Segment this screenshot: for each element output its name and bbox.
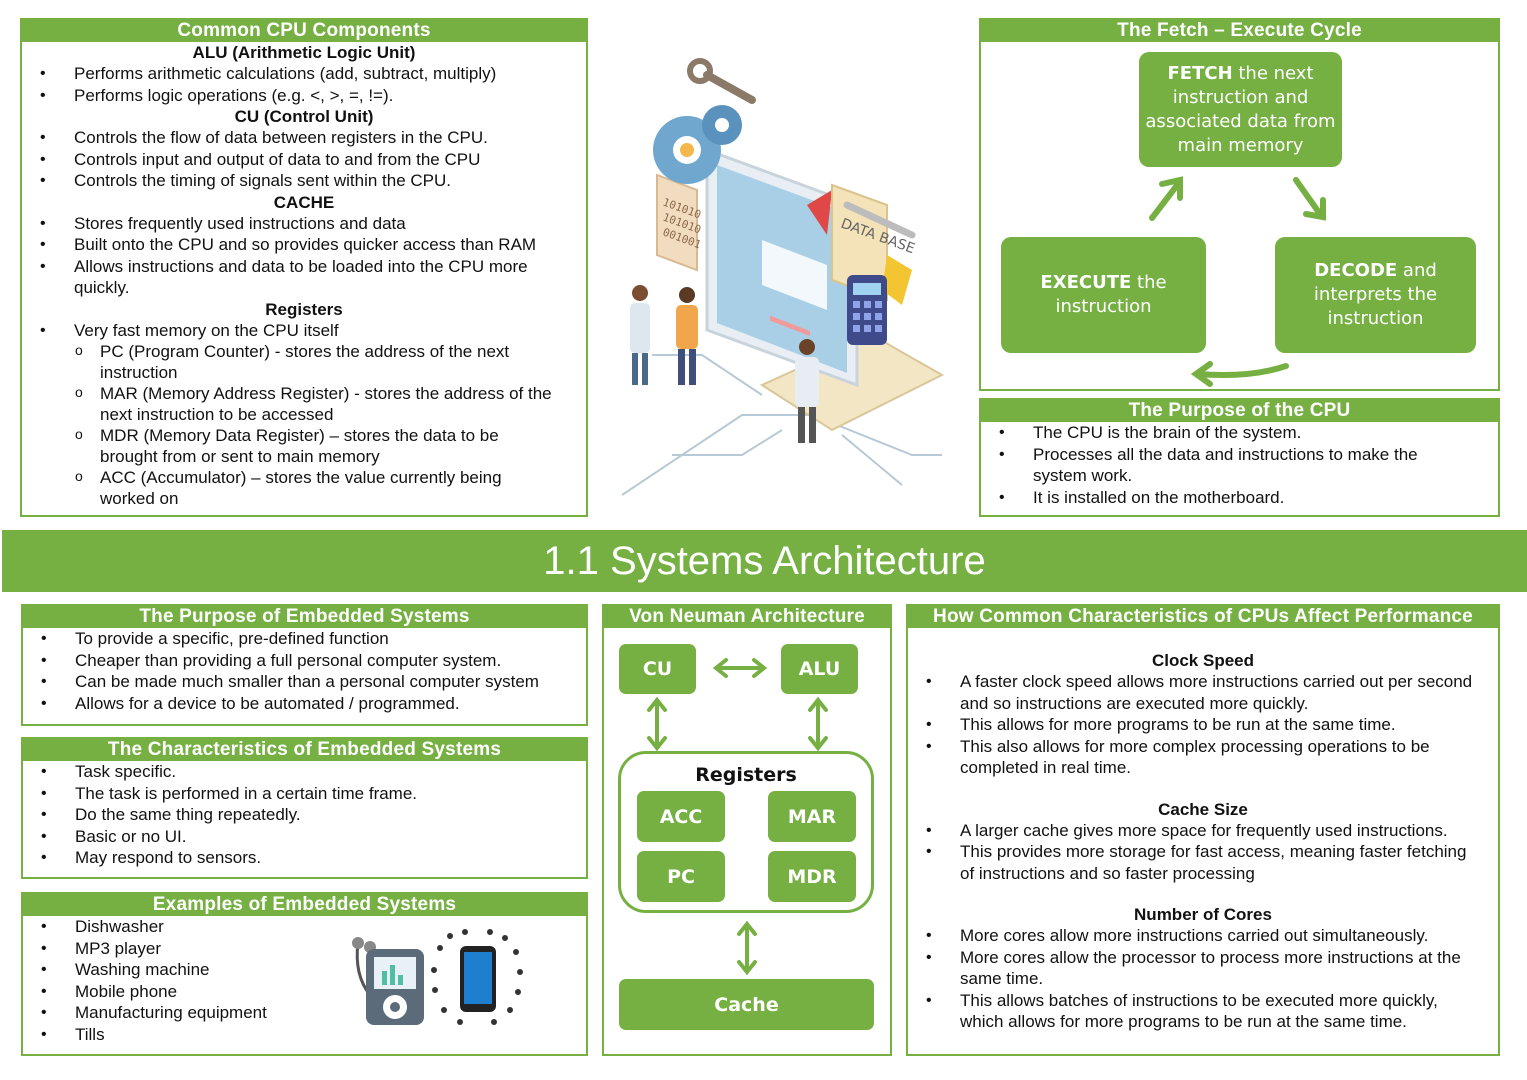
clock-speed-list: A faster clock speed allows more instruc… xyxy=(908,671,1498,779)
list-item: Controls the timing of signals sent with… xyxy=(22,170,586,192)
cursor-icon xyxy=(807,190,832,235)
person-icon xyxy=(795,339,819,443)
list-item: This also allows for more complex proces… xyxy=(908,736,1476,779)
cycle-arrows-icon xyxy=(1149,176,1326,387)
alu-heading: ALU (Arithmetic Logic Unit) xyxy=(192,43,416,62)
list-item: Basic or no UI. xyxy=(23,826,586,848)
embedded-purpose-list: To provide a specific, pre-defined funct… xyxy=(23,628,586,714)
list-item: Do the same thing repeatedly. xyxy=(23,804,586,826)
mar-block: MAR xyxy=(768,791,856,842)
execute-step: EXECUTE the instruction xyxy=(1001,237,1206,353)
cpu-purpose-panel: The Purpose of the CPU The CPU is the br… xyxy=(979,398,1500,517)
cu-block: CU xyxy=(619,644,696,694)
embedded-characteristics-panel: The Characteristics of Embedded Systems … xyxy=(21,737,588,879)
performance-panel: How Common Characteristics of CPUs Affec… xyxy=(906,604,1500,1056)
registers-sublist: PC (Program Counter) - stores the addres… xyxy=(22,340,586,509)
registers-list: Very fast memory on the CPU itself xyxy=(22,320,586,342)
embedded-characteristics-list: Task specific. The task is performed in … xyxy=(23,761,586,869)
cache-heading: CACHE xyxy=(273,192,335,212)
cu-heading: CU (Control Unit) xyxy=(234,107,374,126)
cache-list: Stores frequently used instructions and … xyxy=(22,213,586,299)
fetch-step: FETCH the next instruction and associate… xyxy=(1139,52,1342,167)
cache-size-heading: Cache Size xyxy=(1158,799,1248,819)
list-item: More cores allow the processor to proces… xyxy=(908,947,1476,990)
wrench-icon xyxy=(843,201,916,239)
list-item: Task specific. xyxy=(23,761,586,783)
cores-list: More cores allow more instructions carri… xyxy=(908,925,1498,1033)
cache-size-list: A larger cache gives more space for freq… xyxy=(908,820,1498,885)
list-item: Allows instructions and data to be loade… xyxy=(22,256,566,299)
list-item: Processes all the data and instructions … xyxy=(981,444,1458,487)
list-item: The CPU is the brain of the system. xyxy=(981,422,1458,444)
embedded-examples-list: Dishwasher MP3 player Washing machine Mo… xyxy=(23,916,586,1045)
alu-list: Performs arithmetic calculations (add, s… xyxy=(22,63,586,106)
list-item: MP3 player xyxy=(23,938,586,960)
list-item: Performs arithmetic calculations (add, s… xyxy=(22,63,586,85)
list-item: Performs logic operations (e.g. <, >, =,… xyxy=(22,85,586,107)
registers-label: Registers xyxy=(695,764,797,786)
cpu-purpose-list: The CPU is the brain of the system. Proc… xyxy=(981,422,1498,508)
mp3-player-icon xyxy=(352,937,424,1025)
list-item: More cores allow more instructions carri… xyxy=(908,925,1476,947)
list-item: MAR (Memory Address Register) - stores t… xyxy=(22,382,558,425)
list-item: Cheaper than providing a full personal c… xyxy=(23,650,586,672)
list-item: To provide a specific, pre-defined funct… xyxy=(23,628,586,650)
computer-illustration: DATA BASE 101010 101010 001001 xyxy=(621,58,945,496)
page-title: 1.1 Systems Architecture xyxy=(2,530,1527,592)
mdr-block: MDR xyxy=(768,851,856,902)
list-item: This allows for more programs to be run … xyxy=(908,714,1476,736)
performance-title: How Common Characteristics of CPUs Affec… xyxy=(908,606,1498,628)
list-item: Built onto the CPU and so provides quick… xyxy=(22,234,566,256)
list-item: Manufacturing equipment xyxy=(23,1002,586,1024)
binary-card-icon xyxy=(656,173,698,272)
person-icon xyxy=(630,285,650,385)
list-item: Dishwasher xyxy=(23,916,586,938)
double-arrow-icon xyxy=(647,658,828,976)
cache-block: Cache xyxy=(619,979,874,1030)
pc-block: PC xyxy=(637,851,725,902)
list-item: A faster clock speed allows more instruc… xyxy=(908,671,1476,714)
person-icon xyxy=(676,287,698,385)
circuit-lines-icon xyxy=(621,354,942,496)
list-item: It is installed on the motherboard. xyxy=(981,487,1458,509)
cores-heading: Number of Cores xyxy=(1134,905,1272,924)
list-item: Allows for a device to be automated / pr… xyxy=(23,693,586,715)
list-item: Controls input and output of data to and… xyxy=(22,149,586,171)
gear-icon xyxy=(653,105,742,184)
list-item: This allows batches of instructions to b… xyxy=(908,990,1476,1033)
wrench-icon xyxy=(703,71,756,104)
embedded-purpose-title: The Purpose of Embedded Systems xyxy=(23,606,586,628)
fetch-execute-title: The Fetch – Execute Cycle xyxy=(981,20,1498,42)
cu-list: Controls the flow of data between regist… xyxy=(22,127,586,192)
registers-group xyxy=(618,751,874,913)
list-item: Very fast memory on the CPU itself xyxy=(22,320,586,342)
mobile-phone-icon xyxy=(431,929,523,1025)
clock-speed-heading: Clock Speed xyxy=(1151,651,1255,670)
list-item: Tills xyxy=(23,1024,586,1046)
list-item: Mobile phone xyxy=(23,981,586,1003)
alu-block: ALU xyxy=(781,644,858,694)
list-item: A larger cache gives more space for freq… xyxy=(908,820,1484,842)
list-item: This provides more storage for fast acce… xyxy=(908,841,1484,884)
embedded-examples-title: Examples of Embedded Systems xyxy=(23,894,586,916)
list-item: Washing machine xyxy=(23,959,586,981)
list-item: May respond to sensors. xyxy=(23,847,586,869)
embedded-characteristics-title: The Characteristics of Embedded Systems xyxy=(23,739,586,761)
list-item: Can be made much smaller than a personal… xyxy=(23,671,586,693)
cpu-components-title: Common CPU Components xyxy=(22,20,586,42)
list-item: MDR (Memory Data Register) – stores the … xyxy=(22,424,558,467)
list-item: Stores frequently used instructions and … xyxy=(22,213,566,235)
embedded-purpose-panel: The Purpose of Embedded Systems To provi… xyxy=(21,604,588,726)
cpu-components-panel: Common CPU Components ALU (Arithmetic Lo… xyxy=(20,18,588,517)
decode-step: DECODE and interprets the instruction xyxy=(1275,237,1476,353)
von-neumann-title: Von Neuman Architecture xyxy=(604,606,890,628)
list-item: PC (Program Counter) - stores the addres… xyxy=(22,340,558,383)
list-item: ACC (Accumulator) – stores the value cur… xyxy=(22,466,558,509)
list-item: Controls the flow of data between regist… xyxy=(22,127,586,149)
list-item: The task is performed in a certain time … xyxy=(23,783,586,805)
registers-heading: Registers xyxy=(265,299,343,319)
cpu-purpose-title: The Purpose of the CPU xyxy=(981,400,1498,422)
acc-block: ACC xyxy=(637,791,725,842)
